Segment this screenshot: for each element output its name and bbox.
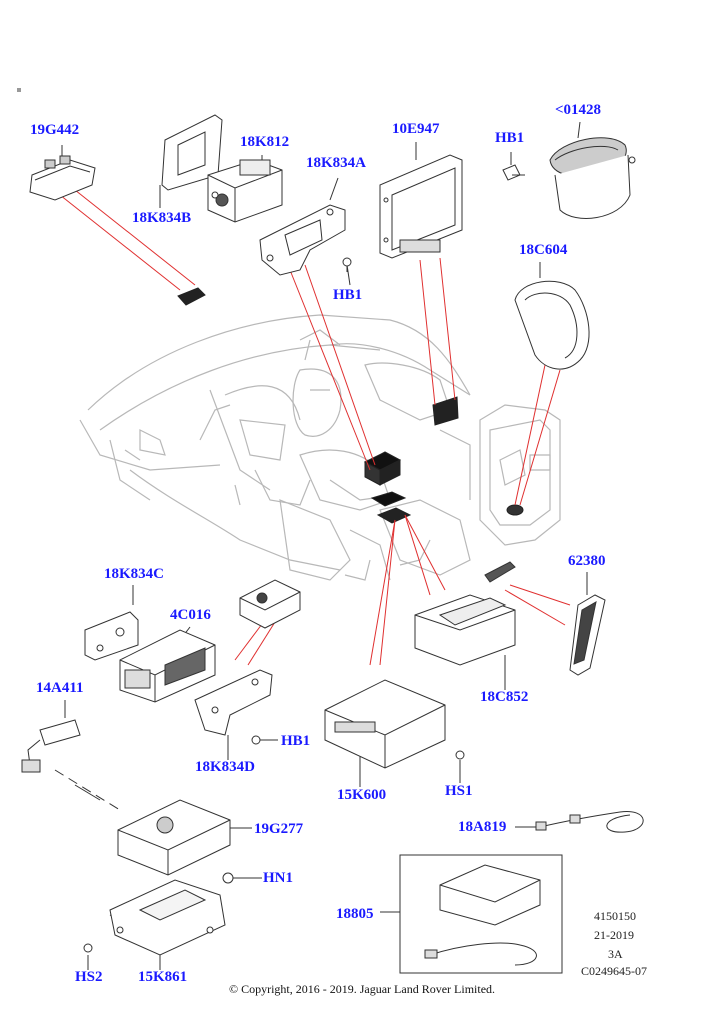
part-18K812-module xyxy=(207,159,283,223)
callout-19G277[interactable]: 19G277 xyxy=(254,821,304,837)
leader-lines xyxy=(59,189,571,666)
part-19G442-switch xyxy=(29,155,96,201)
part-HB1-bolt-b xyxy=(251,735,261,745)
part-amplifier-small xyxy=(239,579,301,629)
ref-number: 4150150 xyxy=(594,909,636,923)
ref-revision: 3A xyxy=(608,947,623,961)
callout-19G442[interactable]: 19G442 xyxy=(30,122,80,138)
part-18K834C-bracket xyxy=(84,611,139,661)
callout-HS2[interactable]: HS2 xyxy=(75,969,103,985)
part-HB1-bolt-a xyxy=(342,257,352,272)
callout-18805[interactable]: 18805 xyxy=(336,906,374,922)
part-10E947-display xyxy=(379,154,463,259)
part-18805-kit-box xyxy=(399,854,563,974)
callout-HN1[interactable]: HN1 xyxy=(263,870,293,886)
callout-4C016[interactable]: 4C016 xyxy=(170,607,211,623)
part-18C852-module xyxy=(414,594,516,666)
callout-15K861[interactable]: 15K861 xyxy=(138,969,188,985)
callout-18C604[interactable]: 18C604 xyxy=(519,242,568,258)
callout-HS1[interactable]: HS1 xyxy=(445,783,473,799)
callout-18C852[interactable]: 18C852 xyxy=(480,689,529,705)
callout-HB1-b[interactable]: HB1 xyxy=(281,733,311,749)
callout-18K834A[interactable]: 18K834A xyxy=(306,155,366,171)
part-18K834A-bracket xyxy=(259,204,346,276)
part-HN1-nut xyxy=(222,872,234,884)
part-19G277-module xyxy=(117,799,231,876)
part-01428-speaker xyxy=(549,137,636,219)
callout-14A411[interactable]: 14A411 xyxy=(36,680,84,696)
highlighted-modules xyxy=(177,287,524,524)
corner-mark xyxy=(17,88,21,92)
part-14A411-connector xyxy=(21,719,81,773)
part-HS1-screw xyxy=(455,750,465,760)
part-62380-remote xyxy=(484,561,606,676)
part-15K600-module xyxy=(324,679,446,769)
part-15K861-bracket xyxy=(109,879,226,956)
callout-HB1-a[interactable]: HB1 xyxy=(333,287,363,303)
ref-date: 21-2019 xyxy=(594,928,634,942)
callout-18A819[interactable]: 18A819 xyxy=(458,819,507,835)
callout-18K834C[interactable]: 18K834C xyxy=(104,566,164,582)
part-18C604-speaker-cover xyxy=(514,280,590,370)
part-HB1-bolt-top xyxy=(502,164,525,181)
part-18A819-harness xyxy=(535,811,644,833)
callout-62380[interactable]: 62380 xyxy=(568,553,606,569)
ref-code: C0249645-07 xyxy=(581,964,647,978)
part-4C016-amplifier xyxy=(119,629,216,703)
callout-01428[interactable]: <01428 xyxy=(555,102,602,118)
dashed-guide xyxy=(54,769,121,811)
callout-15K600[interactable]: 15K600 xyxy=(337,787,387,803)
callout-18K834B[interactable]: 18K834B xyxy=(132,210,192,226)
copyright-notice: © Copyright, 2016 - 2019. Jaguar Land Ro… xyxy=(228,982,496,996)
callout-HB1-top[interactable]: HB1 xyxy=(495,130,525,146)
part-HS2-screw xyxy=(83,943,93,953)
callout-18K834D[interactable]: 18K834D xyxy=(195,759,255,775)
callout-10E947[interactable]: 10E947 xyxy=(392,121,440,137)
vehicle-interior xyxy=(79,314,561,581)
callout-18K812[interactable]: 18K812 xyxy=(240,134,290,150)
part-18K834B-bracket xyxy=(161,114,223,191)
part-18K834D-bracket xyxy=(194,669,273,736)
